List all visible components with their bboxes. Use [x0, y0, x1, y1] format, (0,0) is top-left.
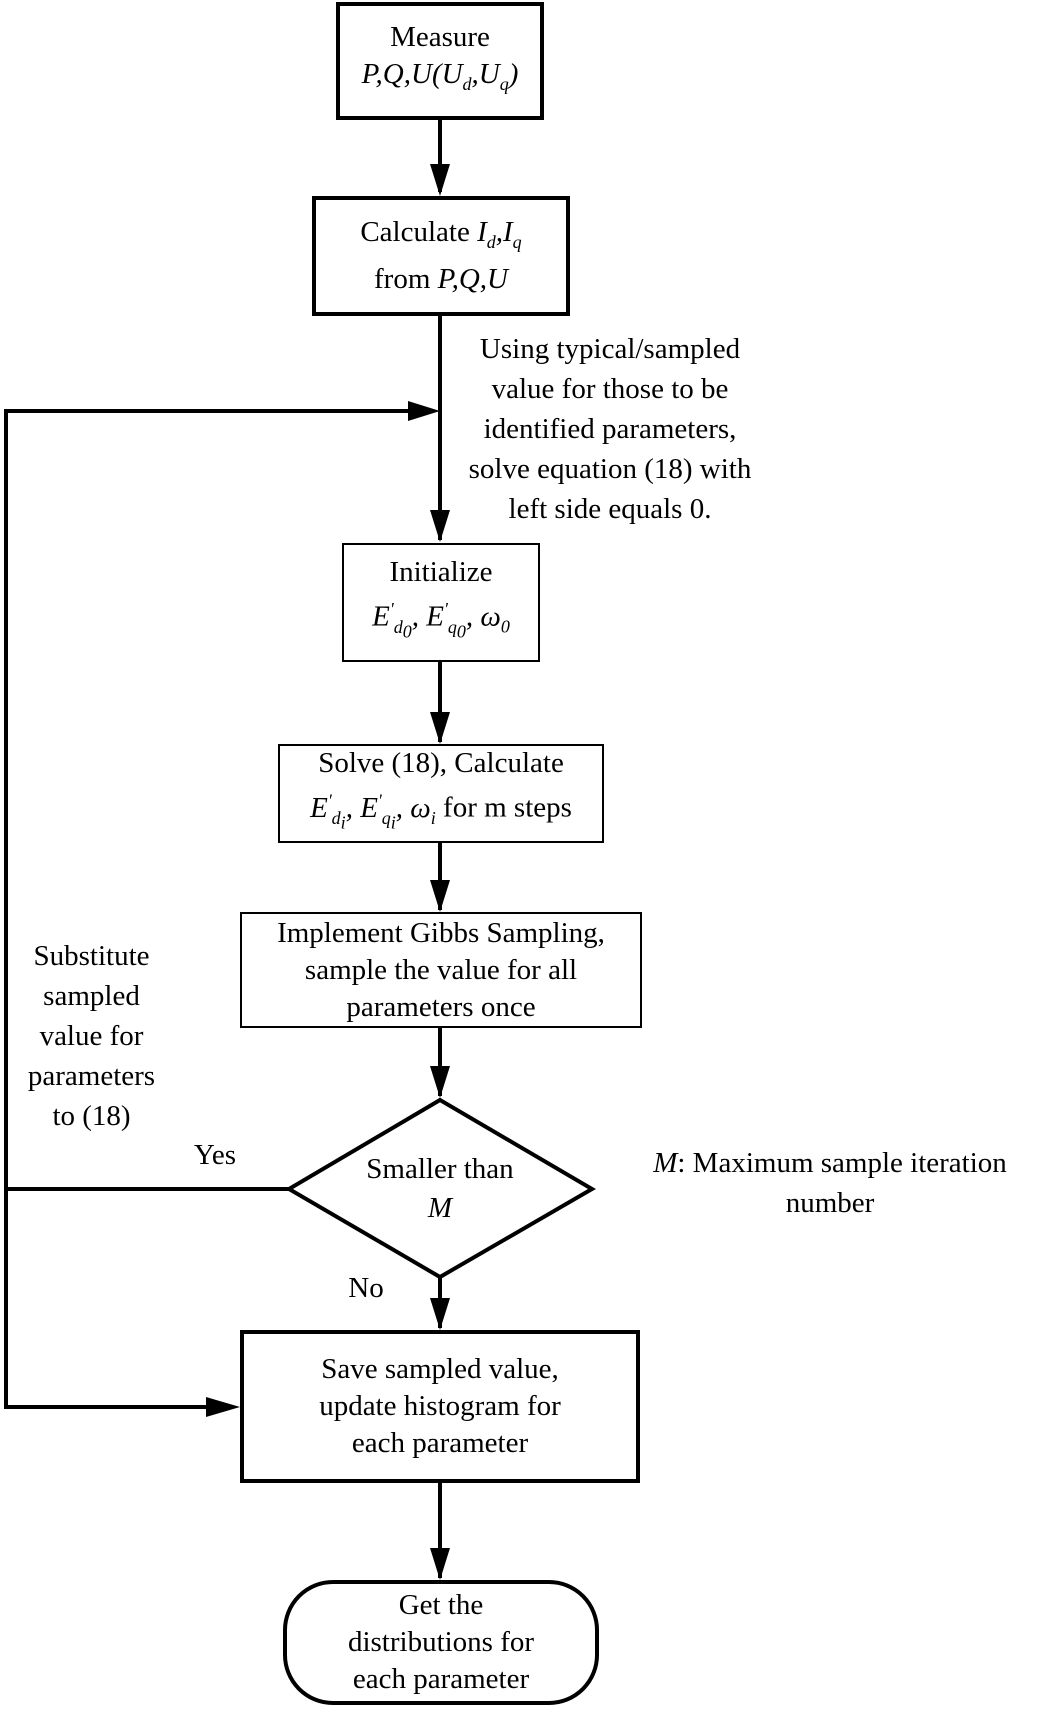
initialize-variables: E'd0, E'q0, ω0 [372, 599, 510, 642]
save-line1: Save sampled value, [321, 1353, 559, 1385]
decision-diamond [285, 1097, 596, 1280]
initialize-title: Initialize [389, 556, 493, 589]
substitute-note: Substitute sampled value for parameters … [27, 940, 156, 1132]
solve-title: Solve (18), Calculate [318, 747, 564, 780]
gibbs-box: Implement Gibbs Sampling, sample the val… [240, 912, 642, 1028]
no-label: No [348, 1272, 384, 1304]
end-line1: Get the [398, 1589, 484, 1621]
measure-variables: P,Q,U(Ud,Uq) [361, 58, 519, 94]
using-note: Using typical/sampled value for those to… [468, 333, 752, 525]
measure-box: Measure P,Q,U(Ud,Uq) [336, 2, 544, 120]
decision-label: Smaller than M [366, 1153, 514, 1224]
legend-note: M: Maximum sample iteration number [653, 1147, 1007, 1219]
end-line3: each parameter [352, 1663, 530, 1695]
measure-title: Measure [390, 21, 490, 54]
yes-loop-line [4, 409, 418, 1191]
save-line3: each parameter [351, 1427, 529, 1459]
calculate-line1: Calculate Id,Iq [360, 216, 522, 252]
solve-variables: E'di, E'qi, ωi for m steps [310, 790, 572, 833]
save-line2: update histogram for [319, 1390, 561, 1422]
save-box: Save sampled value, update histogram for… [240, 1330, 640, 1483]
initialize-box: Initialize E'd0, E'q0, ω0 [342, 543, 540, 662]
calculate-line2: from P,Q,U [374, 262, 508, 295]
save-entry-line [4, 1189, 216, 1409]
gibbs-line3: parameters once [346, 990, 536, 1023]
solve-box: Solve (18), Calculate E'di, E'qi, ωi for… [278, 744, 604, 843]
gibbs-line1: Implement Gibbs Sampling, [277, 916, 605, 949]
gibbs-line2: sample the value for all [304, 953, 578, 986]
end-terminal: Get the distributions for each parameter [283, 1580, 599, 1705]
yes-label: Yes [193, 1139, 237, 1171]
end-line2: distributions for [347, 1626, 535, 1658]
calculate-box: Calculate Id,Iq from P,Q,U [312, 196, 570, 316]
